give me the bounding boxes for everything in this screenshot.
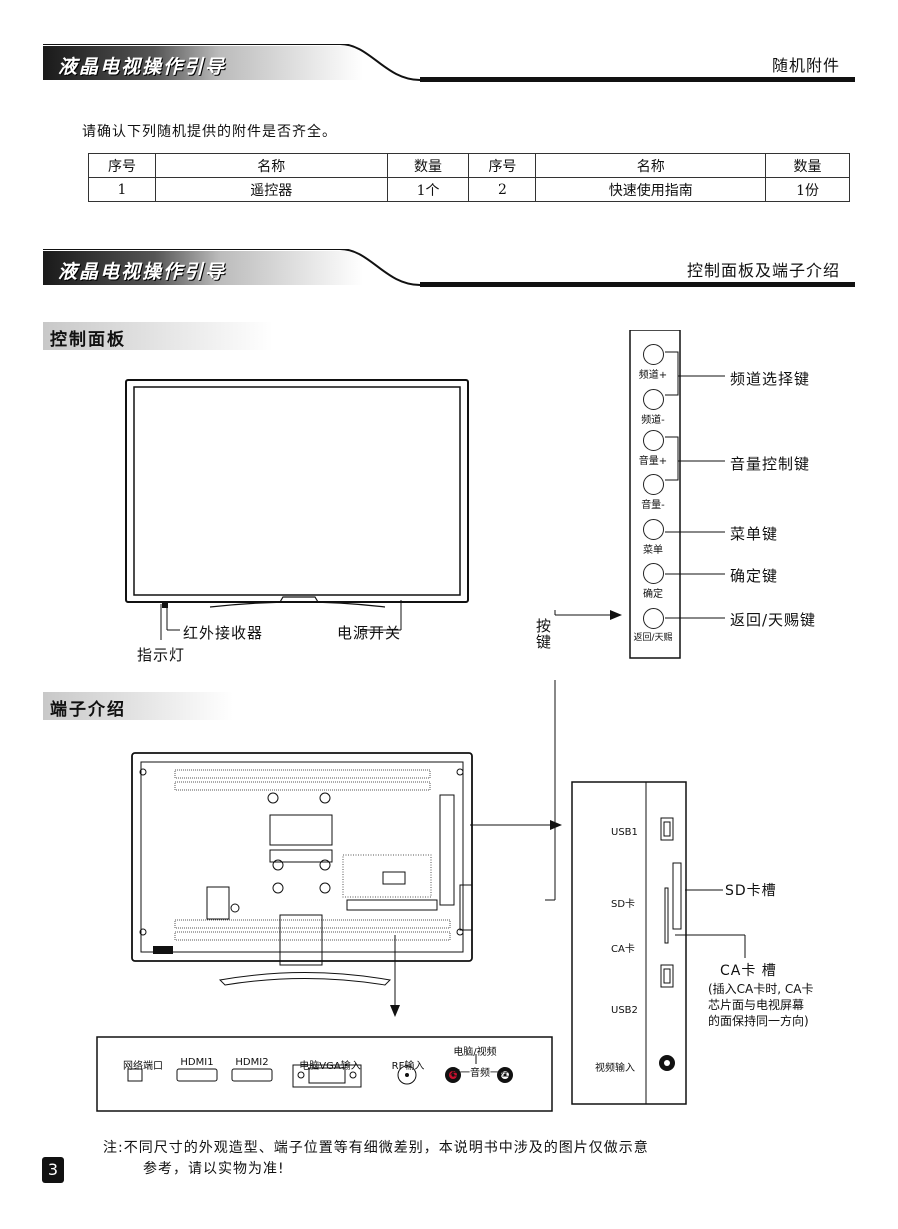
section1-title: 液晶电视操作引导 — [58, 56, 227, 78]
button-label: 菜单 — [643, 545, 663, 556]
channel-keys-label: 频道选择键 — [730, 370, 811, 388]
side-port-panel — [571, 781, 687, 1105]
menu-key-label: 菜单键 — [730, 525, 779, 543]
table-cell: 1 — [88, 177, 156, 202]
table-cell: 1份 — [765, 177, 850, 202]
bracket-line — [475, 1054, 477, 1064]
accessories-table: 序号 名称 数量 序号 名称 数量 1 遥控器 1个 2 快速使用指南 1份 — [88, 153, 850, 202]
table-row: 1 遥控器 1个 2 快速使用指南 1份 — [88, 177, 850, 202]
hdmi2-label: HDMI2 — [235, 1057, 269, 1068]
usb2-label: USB2 — [611, 1005, 638, 1016]
ir-receiver-label: 红外接收器 — [183, 624, 264, 642]
button-label: 频道+ — [638, 370, 668, 381]
power-switch-label: 电源开关 — [337, 624, 402, 642]
volume-keys-label: 音量控制键 — [730, 455, 811, 473]
back-button — [643, 608, 664, 629]
ca-slot-label: CA卡 槽 — [720, 963, 777, 979]
back-key-label: 返回/天赐键 — [730, 611, 817, 629]
hdmi1-label: HDMI1 — [180, 1057, 214, 1068]
tv-back-illustration — [131, 752, 473, 986]
header-cell: 序号 — [468, 153, 537, 178]
note-line-1: 注:不同尺寸的外观造型、端子位置等有细微差别，本说明书中涉及的图片仅做示意 — [103, 1140, 649, 1156]
sd-slot-label: SD卡槽 — [725, 883, 777, 899]
header-cell: 名称 — [154, 153, 388, 178]
slot-leader-lines — [675, 889, 746, 958]
table-cell: 遥控器 — [154, 177, 388, 202]
tv-front-illustration — [125, 379, 469, 608]
section1-subtitle: 随机附件 — [771, 56, 840, 75]
ca-note-line: 芯片面与电视屏幕 — [708, 998, 805, 1012]
page-number: 3 — [42, 1157, 64, 1183]
subheader-band — [43, 692, 233, 720]
keys-arrow-line — [554, 610, 622, 620]
table-cell: 快速使用指南 — [535, 177, 767, 202]
header-band-graphic — [43, 249, 855, 287]
audio-lr-label: 右一音频一左 — [450, 1068, 510, 1079]
menu-button — [643, 519, 664, 540]
bottom-port-panel — [96, 1036, 553, 1112]
table-cell: 2 — [468, 177, 537, 202]
button-label: 确定 — [643, 589, 663, 600]
network-port-label: 网络端口 — [123, 1061, 163, 1072]
volume-down-button — [643, 474, 664, 495]
volume-up-button — [643, 430, 664, 451]
intro-text: 请确认下列随机提供的附件是否齐全。 — [82, 124, 337, 140]
video-in-label: 视频输入 — [595, 1063, 635, 1074]
button-label: 返回/天赐 — [633, 633, 673, 643]
note-line-2: 参考，请以实物为准! — [143, 1161, 285, 1177]
sd-port-label: SD卡 — [611, 899, 636, 910]
ok-button — [643, 563, 664, 584]
channel-down-button — [643, 389, 664, 410]
back-leader-lines — [390, 680, 562, 1017]
subheader-band — [43, 322, 273, 350]
control-panel-title: 控制面板 — [50, 330, 126, 350]
rf-label: RF输入 — [391, 1061, 425, 1072]
table-cell: 1个 — [386, 177, 470, 202]
header-cell: 数量 — [765, 153, 850, 178]
channel-up-button — [643, 344, 664, 365]
pc-video-title: 电脑/视频 — [453, 1047, 497, 1058]
header-band-graphic — [43, 44, 855, 82]
section2-title: 液晶电视操作引导 — [58, 261, 227, 283]
section2-subtitle: 控制面板及端子介绍 — [686, 261, 840, 280]
ca-note-line: 的面保持同一方向) — [708, 1014, 809, 1028]
terminals-title: 端子介绍 — [50, 700, 126, 720]
ca-note-line: (插入CA卡时, CA卡 — [708, 982, 814, 996]
front-leader-lines — [160, 600, 402, 640]
table-header-row: 序号 名称 数量 序号 名称 数量 — [88, 153, 850, 178]
button-strip-graphic — [629, 330, 725, 659]
header-cell: 数量 — [386, 153, 470, 178]
keys-label: 按键 — [536, 617, 553, 651]
header-cell: 序号 — [88, 153, 156, 178]
ca-port-label: CA卡 — [611, 944, 635, 955]
button-label: 音量- — [641, 500, 665, 511]
button-label: 音量+ — [638, 456, 668, 467]
button-label: 频道- — [641, 415, 665, 426]
usb1-label: USB1 — [611, 827, 638, 838]
indicator-label: 指示灯 — [137, 646, 186, 664]
vga-label: 电脑VGA输入 — [299, 1061, 361, 1072]
ok-key-label: 确定键 — [730, 567, 779, 585]
header-cell: 名称 — [535, 153, 767, 178]
